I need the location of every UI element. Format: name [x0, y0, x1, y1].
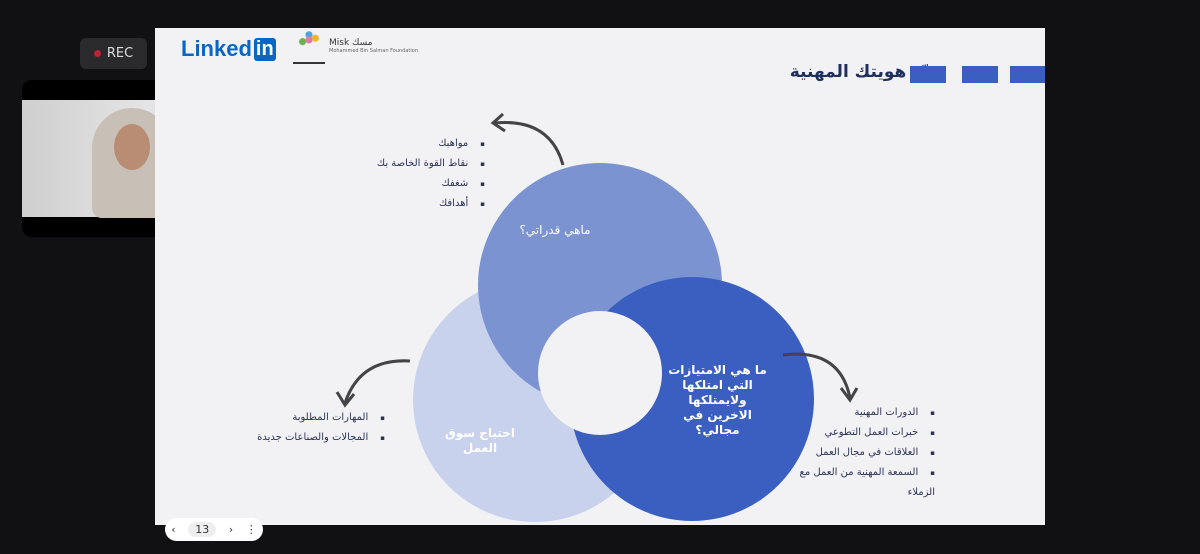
- list-item: أهدافك: [377, 194, 485, 214]
- list-item: السمعة المهنية من العمل مع الزملاء: [795, 463, 935, 502]
- rec-indicator[interactable]: REC: [80, 38, 147, 69]
- title-square: [1010, 66, 1045, 83]
- list-item: المجالات والصناعات جديدة: [257, 428, 385, 448]
- list-item: مواهبك: [377, 134, 485, 154]
- list-item: خبرات العمل التطوعي: [795, 423, 935, 443]
- center-hole: [538, 311, 662, 435]
- list-advantages: الدورات المهنيةخبرات العمل التطوعيالعلاق…: [795, 403, 935, 502]
- rec-label: REC: [106, 46, 134, 61]
- slide-toolbar: ‹ 13 › ⋮: [165, 518, 263, 541]
- tree-icon: [293, 28, 325, 64]
- circles-diagram: [335, 112, 859, 522]
- circle-label-advantages: ما هي الامتيازات التي امتلكها ولايمتلكها…: [668, 363, 767, 437]
- list-item: شغفك: [377, 174, 485, 194]
- circle-label-market: احتياج سوق العمل: [445, 426, 515, 455]
- more-options-icon[interactable]: ⋮: [245, 523, 257, 536]
- circle-label-abilities: ماهي قدراتي؟: [519, 223, 591, 237]
- list-market: المهارات المطلوبةالمجالات والصناعات جديد…: [257, 408, 385, 448]
- list-abilities: مواهبكنقاط القوة الخاصة بكشغفكأهدافك: [377, 134, 485, 214]
- arrow-right: [782, 352, 852, 399]
- list-item: نقاط القوة الخاصة بك: [377, 154, 485, 174]
- next-slide-button[interactable]: ›: [228, 523, 234, 536]
- list-item: الدورات المهنية: [795, 403, 935, 423]
- record-icon: [93, 50, 101, 57]
- slide-title: حدّد هويتك المهنية: [789, 62, 943, 82]
- page-number: 13: [188, 522, 217, 537]
- arrow-left: [343, 359, 411, 404]
- list-item: المهارات المطلوبة: [257, 408, 385, 428]
- title-square: [962, 66, 998, 83]
- list-item: العلاقات في مجال العمل: [795, 443, 935, 463]
- prev-slide-button[interactable]: ‹: [171, 523, 176, 536]
- arrow-top: [494, 121, 565, 166]
- arrows: [335, 112, 859, 408]
- title-square: [910, 66, 946, 83]
- presenter-face: [114, 124, 150, 170]
